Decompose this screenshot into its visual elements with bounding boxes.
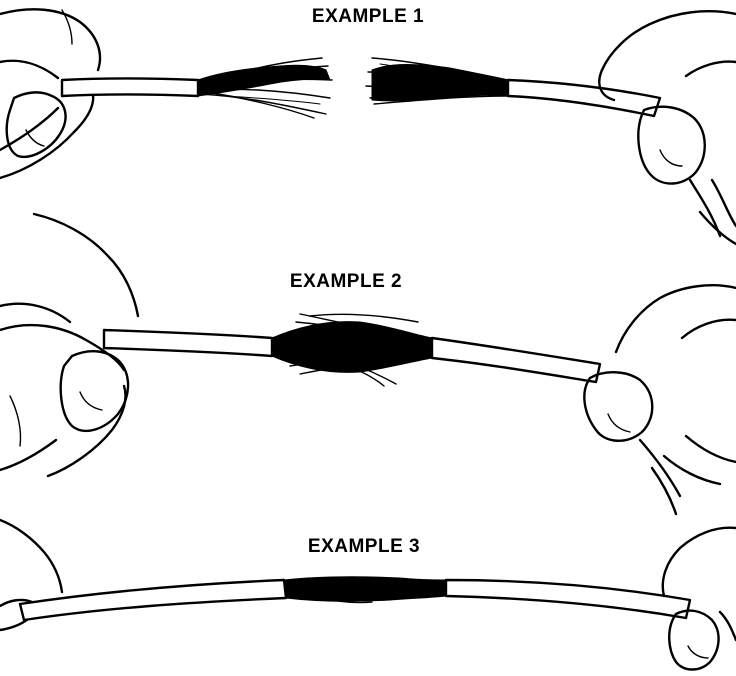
example-1-right-wire xyxy=(506,78,662,118)
example-1-left-hand xyxy=(0,8,102,180)
example-3-panel xyxy=(0,518,736,671)
example-1-right-hand xyxy=(598,10,736,246)
example-2-left-hand xyxy=(0,212,140,478)
example-1-right-strands xyxy=(365,57,509,105)
example-3-title: EXAMPLE 3 xyxy=(307,536,421,557)
example-1-left-wire xyxy=(60,77,200,98)
example-2-crossed-strands xyxy=(271,313,433,387)
example-3-twisted-splice xyxy=(283,576,447,604)
example-2-title: EXAMPLE 2 xyxy=(289,271,403,292)
example-1-title: EXAMPLE 1 xyxy=(311,6,425,27)
example-2-panel xyxy=(0,212,736,516)
example-1-left-strands xyxy=(197,57,333,119)
example-3-right-wire xyxy=(444,578,692,620)
example-2-right-hand xyxy=(583,284,736,516)
example-2-left-wire xyxy=(102,328,274,358)
example-2-right-wire xyxy=(430,336,602,384)
example-3-right-hand xyxy=(661,526,736,671)
example-1-panel xyxy=(0,8,736,246)
